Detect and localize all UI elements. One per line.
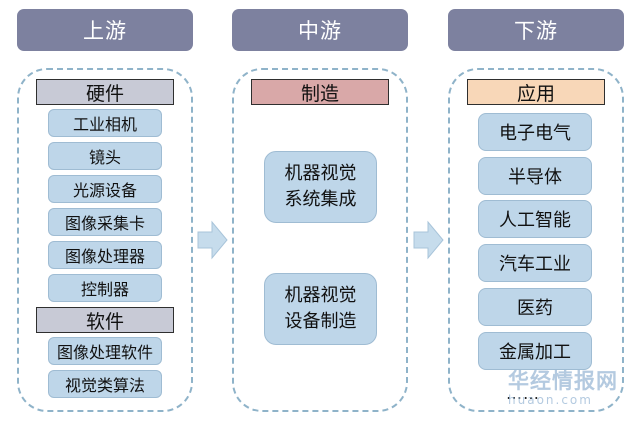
right-arrow-icon (413, 220, 444, 260)
hardware-label: 硬件 (36, 79, 174, 105)
right-arrow-icon (197, 220, 228, 260)
hardware-item: 控制器 (48, 274, 162, 302)
upstream-header: 上游 (17, 9, 193, 51)
system-integration-line1: 机器视觉 (284, 163, 357, 184)
watermark-url: huaon.com (508, 393, 593, 407)
application-item: 医药 (478, 288, 592, 326)
manufacture-label: 制造 (251, 79, 389, 105)
application-item: 电子电气 (478, 113, 592, 151)
equipment-manufacture-line2: 设备制造 (284, 311, 357, 332)
application-item: 人工智能 (478, 200, 592, 238)
system-integration-line2: 系统集成 (284, 189, 357, 210)
midstream-panel (232, 68, 408, 412)
more-ellipsis: …… (506, 384, 540, 403)
hardware-item: 图像处理器 (48, 241, 162, 269)
application-label: 应用 (467, 79, 605, 105)
software-label: 软件 (36, 307, 174, 333)
downstream-header: 下游 (448, 9, 624, 51)
hardware-item: 工业相机 (48, 109, 162, 137)
application-item: 汽车工业 (478, 244, 592, 282)
equipment-manufacture-box: 机器视觉 设备制造 (264, 273, 377, 345)
watermark: 华经情报网 huaon.com (508, 365, 618, 407)
software-item: 图像处理软件 (48, 337, 162, 365)
application-item: 金属加工 (478, 332, 592, 370)
equipment-manufacture-line1: 机器视觉 (284, 285, 357, 306)
application-item: 半导体 (478, 157, 592, 195)
hardware-item: 镜头 (48, 142, 162, 170)
hardware-item: 光源设备 (48, 175, 162, 203)
watermark-name: 华经情报网 (508, 369, 618, 393)
midstream-header: 中游 (232, 9, 408, 51)
hardware-item: 图像采集卡 (48, 208, 162, 236)
software-item: 视觉类算法 (48, 370, 162, 398)
system-integration-box: 机器视觉 系统集成 (264, 151, 377, 223)
